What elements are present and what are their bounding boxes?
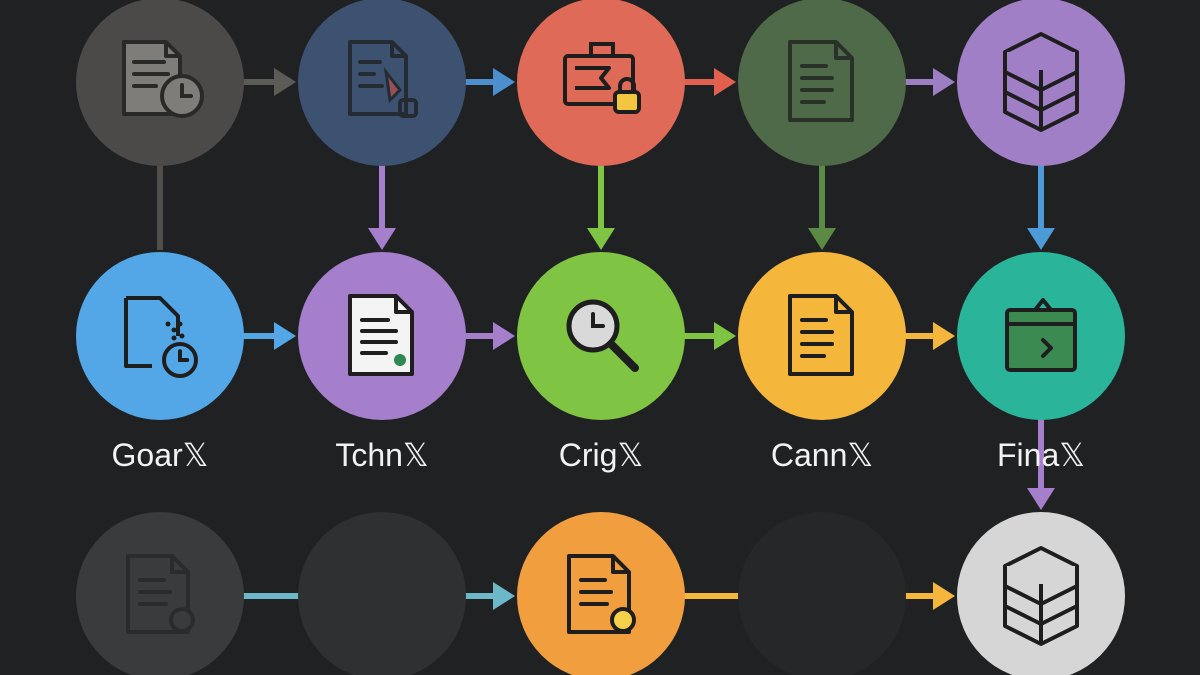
window-arrow-icon — [1005, 298, 1077, 372]
connector-r1c1-r1c2 — [238, 68, 296, 96]
document-icon — [788, 294, 854, 376]
node-label-r2c3: Crig𝕏 — [559, 437, 643, 473]
node-label-r2c1: Goar𝕏 — [112, 437, 209, 473]
node-r1c1[interactable] — [76, 0, 244, 166]
arrowhead — [368, 228, 396, 250]
arrowhead — [933, 68, 955, 96]
node-r2c2[interactable]: Tchn𝕏 — [298, 252, 466, 473]
node-circle — [298, 0, 466, 166]
cube-stack-icon — [1003, 546, 1079, 646]
arrowhead — [274, 322, 296, 350]
connector-r2c5-r3c5 — [1027, 414, 1055, 510]
node-circle — [76, 252, 244, 420]
node-label-r2c4: Cann𝕏 — [771, 437, 873, 473]
node-circle — [298, 512, 466, 675]
connector-r2c4-r2c5 — [900, 322, 955, 350]
arrowhead — [933, 322, 955, 350]
connector-r1c3-r2c3 — [587, 160, 615, 250]
arrowhead — [714, 322, 736, 350]
node-circle — [738, 0, 906, 166]
arrowhead — [587, 228, 615, 250]
connector-r1c5-r2c5 — [1027, 160, 1055, 250]
document-badge-icon — [126, 554, 195, 634]
connector-r2c1-r2c2 — [238, 322, 296, 350]
arrowhead — [493, 68, 515, 96]
document-text-icon — [348, 294, 414, 376]
arrowhead — [493, 322, 515, 350]
connector-r1c3-r1c4 — [679, 68, 736, 96]
node-r2c4[interactable]: Cann𝕏 — [738, 252, 906, 473]
node-layer: Goar𝕏 Tchn𝕏 Crig𝕏 Cann𝕏 Fina𝕏 — [76, 0, 1125, 675]
node-label-r2c5: Fina𝕏 — [997, 437, 1085, 473]
node-r1c4[interactable] — [738, 0, 906, 166]
connector-r1c4-r1c5 — [900, 68, 955, 96]
connector-r1c2-r1c3 — [460, 68, 515, 96]
node-r3c5[interactable] — [957, 512, 1125, 675]
connector-r1c4-r2c4 — [808, 160, 836, 250]
node-r3c3[interactable] — [517, 512, 685, 675]
node-r2c3[interactable]: Crig𝕏 — [517, 252, 685, 473]
node-r1c3[interactable] — [517, 0, 685, 166]
node-r2c1[interactable]: Goar𝕏 — [76, 252, 244, 473]
node-circle — [738, 252, 906, 420]
document-clock-icon — [122, 40, 204, 118]
arrowhead — [493, 582, 515, 610]
arrowhead — [274, 68, 296, 96]
node-r2c5[interactable]: Fina𝕏 — [957, 252, 1125, 473]
document-badge-icon — [567, 554, 636, 634]
connector-r2c2-r2c3 — [460, 322, 515, 350]
magnifier-clock-icon — [566, 299, 639, 372]
node-r3c1[interactable] — [76, 512, 244, 675]
node-r3c2[interactable] — [298, 512, 466, 675]
arrowhead — [1027, 488, 1055, 510]
node-circle — [517, 0, 685, 166]
arrowhead — [714, 68, 736, 96]
document-edit-icon — [348, 40, 418, 118]
connector-r2c3-r2c4 — [679, 322, 736, 350]
arrowhead — [933, 582, 955, 610]
file-clock-icon — [124, 296, 198, 378]
node-label-r2c2: Tchn𝕏 — [335, 437, 428, 473]
connector-r1c2-r2c2 — [368, 160, 396, 250]
node-circle — [738, 512, 906, 675]
node-r1c5[interactable] — [957, 0, 1125, 166]
node-r1c2[interactable] — [298, 0, 466, 166]
node-r3c4[interactable] — [738, 512, 906, 675]
cube-stack-icon — [1003, 32, 1079, 132]
document-icon — [788, 40, 854, 122]
folder-lock-icon — [563, 42, 641, 114]
arrowhead — [808, 228, 836, 250]
arrowhead — [1027, 228, 1055, 250]
